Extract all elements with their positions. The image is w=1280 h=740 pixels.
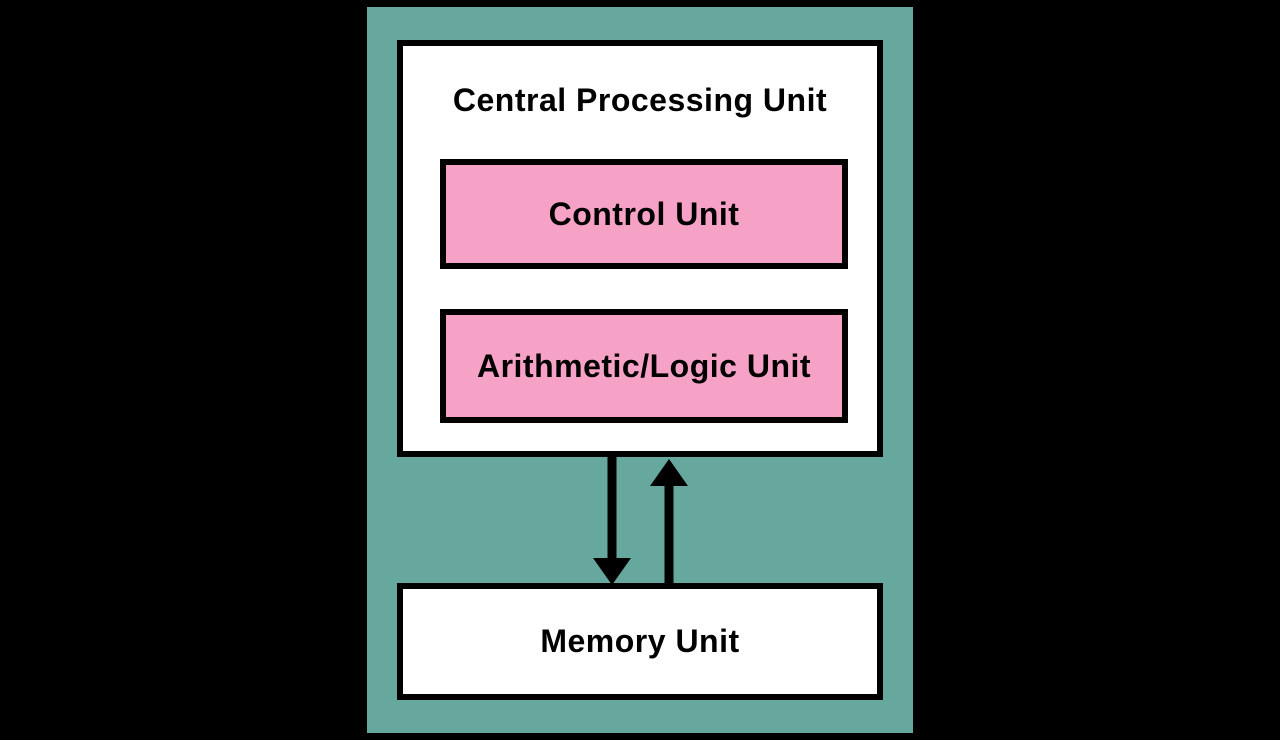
- memory-unit-label: Memory Unit: [540, 623, 740, 659]
- arithmetic-logic-unit-label: Arithmetic/Logic Unit: [476, 347, 812, 384]
- control-unit-label: Control Unit: [548, 195, 740, 232]
- memory-to-cpu-arrow: [650, 459, 688, 587]
- cpu-box: Central Processing Unit Control Unit Ari…: [397, 40, 883, 457]
- diagram-panel: Central Processing Unit Control Unit Ari…: [367, 7, 913, 733]
- cpu-to-memory-arrow: [593, 453, 631, 585]
- cpu-title: Central Processing Unit: [452, 82, 828, 118]
- memory-unit-box: Memory Unit: [397, 583, 883, 700]
- arithmetic-logic-unit-block: Arithmetic/Logic Unit: [440, 309, 848, 423]
- control-unit-block: Control Unit: [440, 159, 848, 269]
